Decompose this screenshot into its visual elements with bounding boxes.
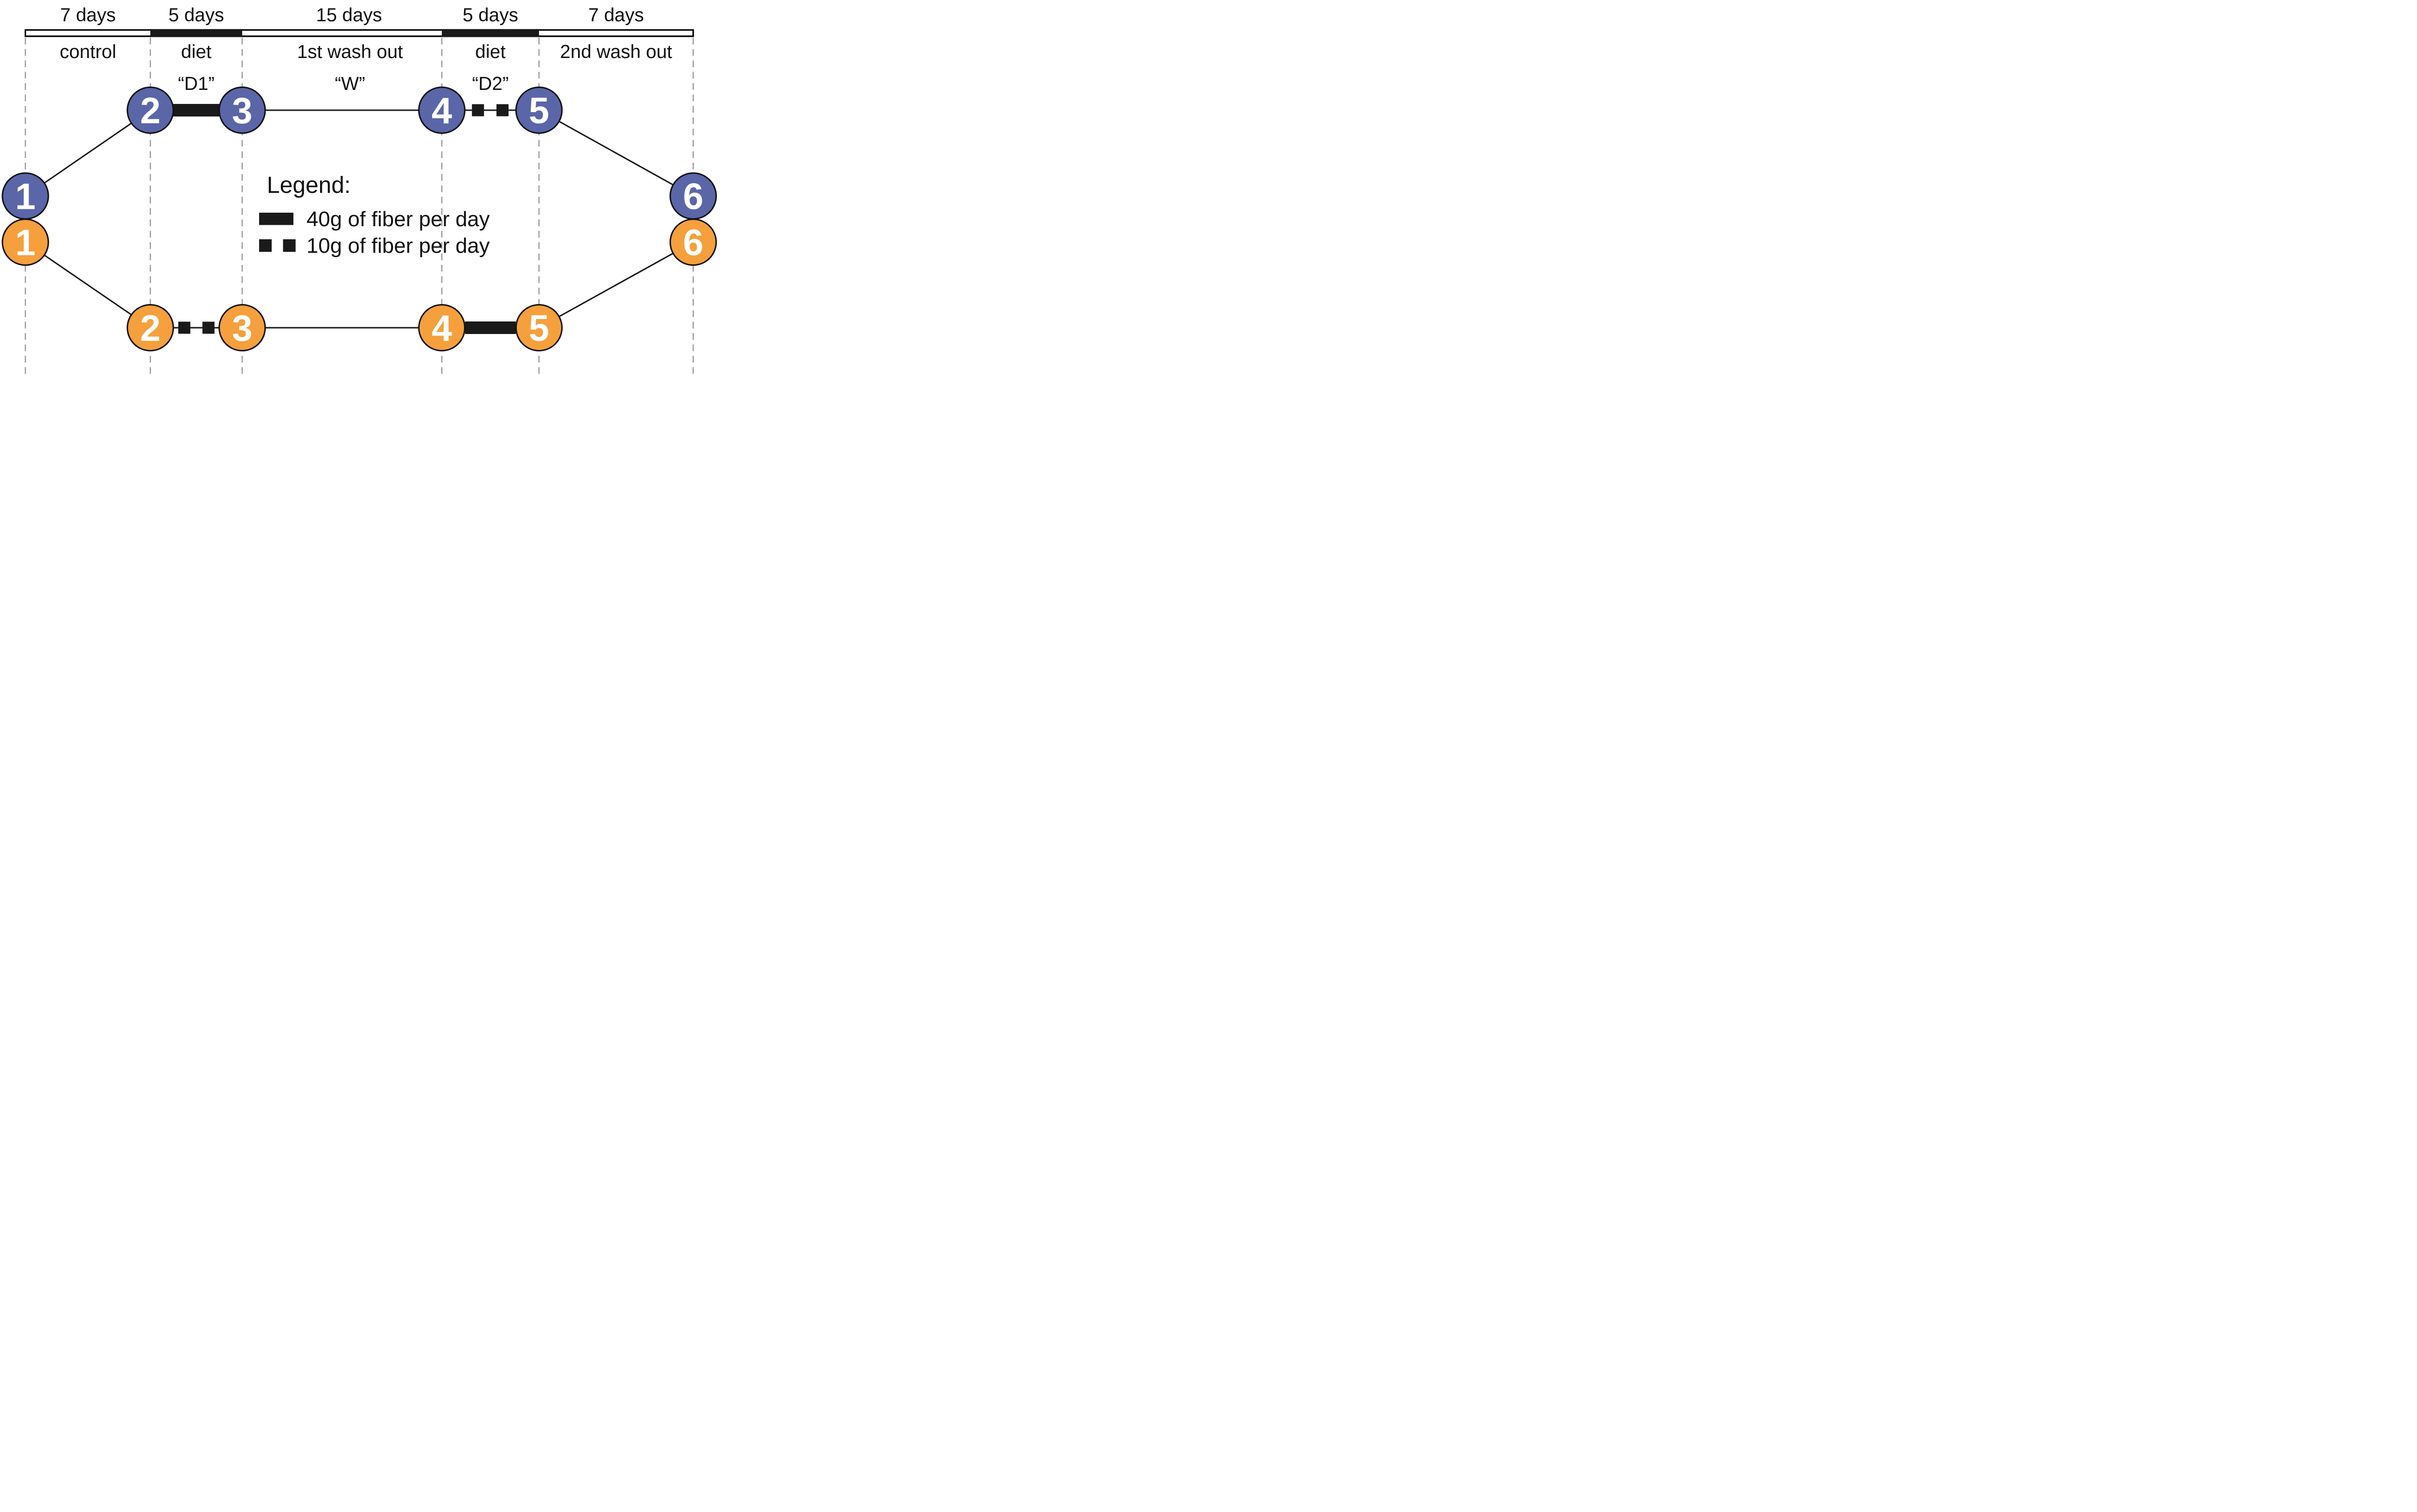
phase-label-washout2: 2nd wash out [560,42,672,62]
bottom-node-1-circle [1,218,49,266]
duration-label-washout1: 15 days [316,5,382,26]
code-label-d1: “D1” [178,73,215,94]
phase-label-control: control [59,42,116,62]
timeline-diet2-segment [442,29,539,37]
top-node-3-circle [218,87,266,134]
legend-label-40g: 40g of fiber per day [306,207,490,231]
top-node-2-number: 2 [140,90,160,131]
bottom-node-3-number: 3 [232,308,252,349]
top-arm-connectors [25,104,694,197]
top-node-2-circle [127,87,174,134]
phase-label-washout1: 1st wash out [297,42,403,62]
code-labels: “D1” “W” “D2” [178,73,509,94]
top-node-5-circle [515,87,563,134]
legend-swatch-10g-square-a [259,239,272,252]
top-connector-4-5-square-b-10g [496,104,509,116]
bottom-connector-1-2 [25,241,151,329]
bottom-arm-nodes: 1 2 3 4 5 6 [1,218,717,351]
bottom-node-4-circle [418,304,466,351]
bottom-connector-5-6 [539,241,694,329]
phase-label-diet2: diet [475,42,506,62]
timeline-diet1-segment [150,29,242,37]
code-label-w: “W” [335,73,365,94]
bottom-node-4-number: 4 [432,308,452,349]
bottom-node-2-number: 2 [140,308,160,349]
top-node-1-number: 1 [15,176,35,218]
legend: Legend: 40g of fiber per day 10g of fibe… [259,173,490,258]
phase-labels: control diet 1st wash out diet 2nd wash … [59,42,672,62]
legend-title: Legend: [267,173,351,198]
bottom-node-5-number: 5 [529,308,549,349]
study-design-canvas: 7 days 5 days 15 days 5 days 7 days cont… [1,5,717,378]
top-connector-5-6 [539,109,694,197]
code-label-d2: “D2” [472,73,509,94]
study-design-figure: 7 days 5 days 15 days 5 days 7 days cont… [0,0,720,378]
duration-label-washout2: 7 days [588,5,644,26]
bottom-node-2-circle [127,304,174,351]
bottom-node-6-number: 6 [683,222,703,263]
top-node-5-number: 5 [529,90,549,131]
duration-label-diet1: 5 days [169,5,224,26]
bottom-connector-2-3-square-a-10g [178,321,190,334]
top-node-3-number: 3 [232,90,252,131]
bottom-node-1-number: 1 [15,222,35,263]
top-node-4-circle [418,87,466,134]
bottom-arm-connectors [25,241,694,334]
top-connector-1-2 [25,109,151,197]
timeline-bar-track [24,29,694,37]
duration-label-control: 7 days [60,5,116,26]
bottom-node-5-circle [515,304,563,351]
top-node-4-number: 4 [432,90,452,131]
legend-swatch-40g-thick-bar [259,213,293,225]
bottom-connector-4-5-thick-bar-40g [465,321,516,334]
top-connector-2-3-thick-bar-40g [173,104,219,116]
top-arm-nodes: 1 2 3 4 5 6 [1,87,717,220]
bottom-node-3-circle [218,304,266,351]
duration-labels: 7 days 5 days 15 days 5 days 7 days [60,5,644,26]
bottom-node-6-circle [670,218,717,266]
top-node-6-number: 6 [683,176,703,218]
top-connector-4-5-square-a-10g [472,104,484,116]
legend-swatch-10g-square-b [283,239,296,252]
phase-label-diet1: diet [181,42,212,62]
timeline-bar [24,29,694,37]
legend-label-10g: 10g of fiber per day [306,234,490,258]
duration-label-diet2: 5 days [463,5,518,26]
bottom-connector-2-3-square-b-10g [202,321,215,334]
